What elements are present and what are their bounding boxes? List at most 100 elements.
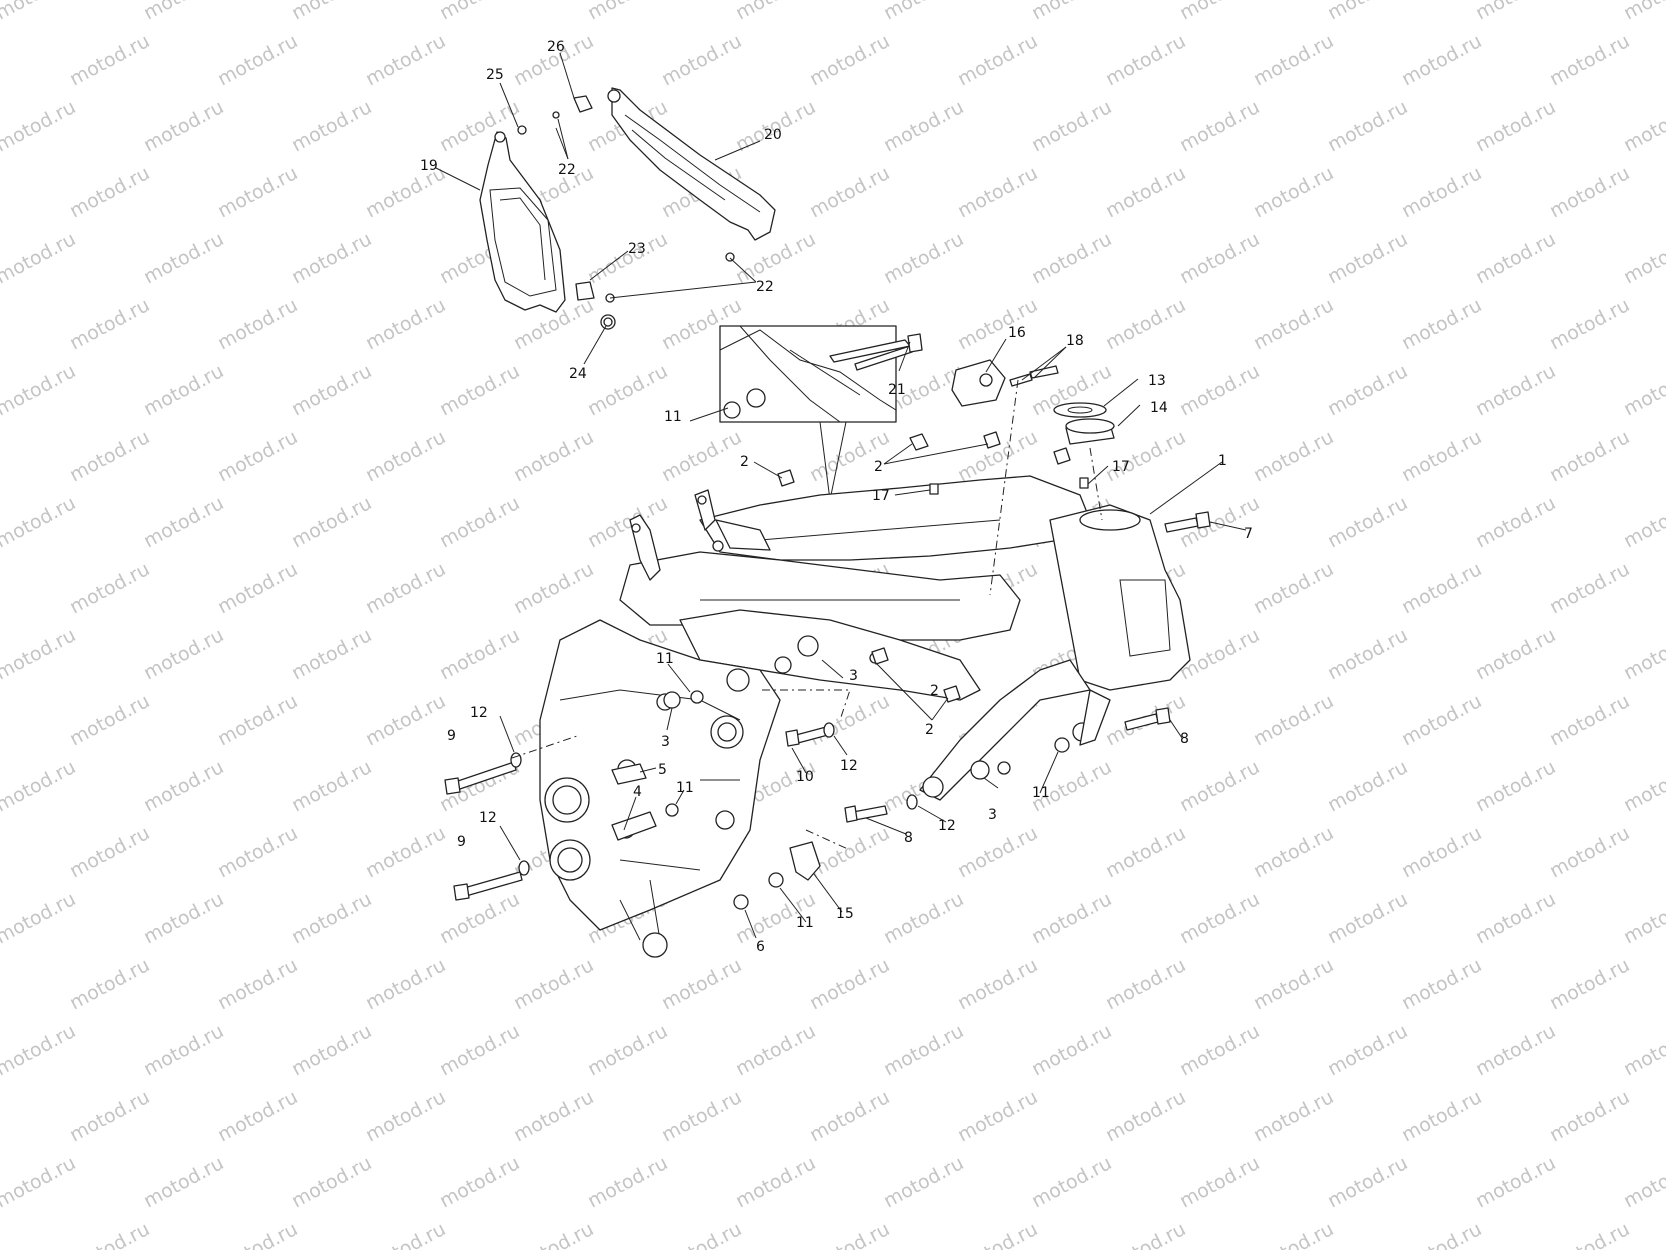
main-frame: [539, 475, 1191, 958]
watermark-text: motod.ru: [1620, 492, 1666, 552]
watermark-text: motod.ru: [214, 30, 301, 90]
callout-19: 19: [420, 158, 438, 174]
watermark-text: motod.ru: [1620, 888, 1666, 948]
callout-3-b: 3: [661, 734, 670, 750]
callout-13: 13: [1148, 373, 1166, 389]
watermark-text: motod.ru: [1472, 228, 1559, 288]
watermark-text: motod.ru: [658, 1086, 745, 1146]
callout-1: 1: [1218, 453, 1227, 469]
watermark-text: motod.ru: [1620, 0, 1666, 24]
watermark-text: motod.ru: [1472, 360, 1559, 420]
small-brackets: [517, 95, 735, 330]
watermark-text: motod.ru: [288, 360, 375, 420]
watermark-text: motod.ru: [288, 1152, 375, 1212]
callout-24: 24: [569, 366, 587, 382]
watermark-text: motod.ru: [288, 756, 375, 816]
callout-8-b: 8: [904, 830, 913, 846]
callout-12-b: 12: [479, 810, 497, 826]
detail-inset: [719, 325, 911, 501]
watermark-text: motod.ru: [214, 1086, 301, 1146]
watermark-text: motod.ru: [436, 1152, 523, 1212]
callout-17-b: 17: [1112, 459, 1130, 475]
side-panel-right: [607, 87, 776, 241]
watermark-text: motod.ru: [288, 624, 375, 684]
watermark-text: motod.ru: [584, 492, 671, 552]
watermark-text: motod.ru: [0, 624, 79, 684]
callout-5: 5: [658, 762, 667, 778]
watermark-text: motod.ru: [436, 96, 523, 156]
callout-2-d: 2: [925, 722, 934, 738]
watermark-text: motod.ru: [66, 1218, 153, 1250]
watermark-text: motod.ru: [1176, 756, 1263, 816]
watermark-text: motod.ru: [288, 96, 375, 156]
callout-25: 25: [486, 67, 504, 83]
watermark-text: motod.ru: [1324, 1152, 1411, 1212]
watermark-text: motod.ru: [1472, 96, 1559, 156]
watermark-text: motod.ru: [1028, 1152, 1115, 1212]
watermark-text: motod.ru: [954, 1218, 1041, 1250]
watermark-text: motod.ru: [1620, 360, 1666, 420]
watermark-text: motod.ru: [0, 96, 79, 156]
callout-26: 26: [547, 39, 565, 55]
watermark-text: motod.ru: [880, 1152, 967, 1212]
watermark-text: motod.ru: [436, 888, 523, 948]
watermark-text: motod.ru: [880, 0, 967, 24]
watermark-text: motod.ru: [1176, 1152, 1263, 1212]
callout-3-a: 3: [849, 668, 858, 684]
side-panel-left: [479, 131, 566, 313]
watermark-text: motod.ru: [806, 822, 893, 882]
callout-3-c: 3: [988, 807, 997, 823]
watermark-text: motod.ru: [1620, 228, 1666, 288]
watermark-text: motod.ru: [1398, 294, 1485, 354]
watermark-text: motod.ru: [1250, 954, 1337, 1014]
watermark-text: motod.ru: [806, 1218, 893, 1250]
watermark-text: motod.ru: [806, 30, 893, 90]
watermark-text: motod.ru: [0, 756, 79, 816]
watermark-text: motod.ru: [584, 228, 671, 288]
callout-6: 6: [756, 939, 765, 955]
watermark-text: motod.ru: [362, 1086, 449, 1146]
watermark-text: motod.ru: [1472, 0, 1559, 24]
callout-7: 7: [1244, 526, 1253, 542]
watermark-text: motod.ru: [880, 96, 967, 156]
watermark-text: motod.ru: [1546, 30, 1633, 90]
watermark-text: motod.ru: [288, 492, 375, 552]
watermark-text: motod.ru: [1028, 888, 1115, 948]
watermark-text: motod.ru: [1472, 492, 1559, 552]
watermark-text: motod.ru: [1250, 1218, 1337, 1250]
watermark-text: motod.ru: [1398, 426, 1485, 486]
watermark-text: motod.ru: [880, 1020, 967, 1080]
callout-11-e: 11: [796, 915, 814, 931]
callout-23: 23: [628, 241, 646, 257]
callout-11-b: 11: [656, 651, 674, 667]
callout-8-a: 8: [1180, 731, 1189, 747]
watermark-text: motod.ru: [1250, 162, 1337, 222]
watermark-text: motod.ru: [1102, 1086, 1189, 1146]
watermark-text: motod.ru: [1102, 954, 1189, 1014]
watermark-text: motod.ru: [1546, 558, 1633, 618]
leader-lines: [435, 52, 1247, 939]
watermark-text: motod.ru: [0, 228, 79, 288]
watermark-text: motod.ru: [1250, 426, 1337, 486]
watermark-text: motod.ru: [288, 1020, 375, 1080]
watermark-text: motod.ru: [1324, 1020, 1411, 1080]
watermark-text: motod.ru: [140, 492, 227, 552]
watermark-text: motod.ru: [140, 888, 227, 948]
watermark-text: motod.ru: [140, 360, 227, 420]
callout-10: 10: [796, 769, 814, 785]
watermark-text: motod.ru: [510, 1218, 597, 1250]
watermark-text: motod.ru: [1620, 96, 1666, 156]
watermark-text: motod.ru: [1102, 294, 1189, 354]
watermark-text: motod.ru: [1472, 888, 1559, 948]
watermark-text: motod.ru: [0, 0, 79, 24]
watermark-text: motod.ru: [362, 30, 449, 90]
watermark-text: motod.ru: [1250, 294, 1337, 354]
watermark-text: motod.ru: [658, 426, 745, 486]
watermark-text: motod.ru: [1324, 228, 1411, 288]
watermark-text: motod.ru: [362, 690, 449, 750]
watermark-text: motod.ru: [1176, 1020, 1263, 1080]
callout-11-a: 11: [664, 409, 682, 425]
watermark-text: motod.ru: [732, 228, 819, 288]
watermark-text: motod.ru: [0, 492, 79, 552]
